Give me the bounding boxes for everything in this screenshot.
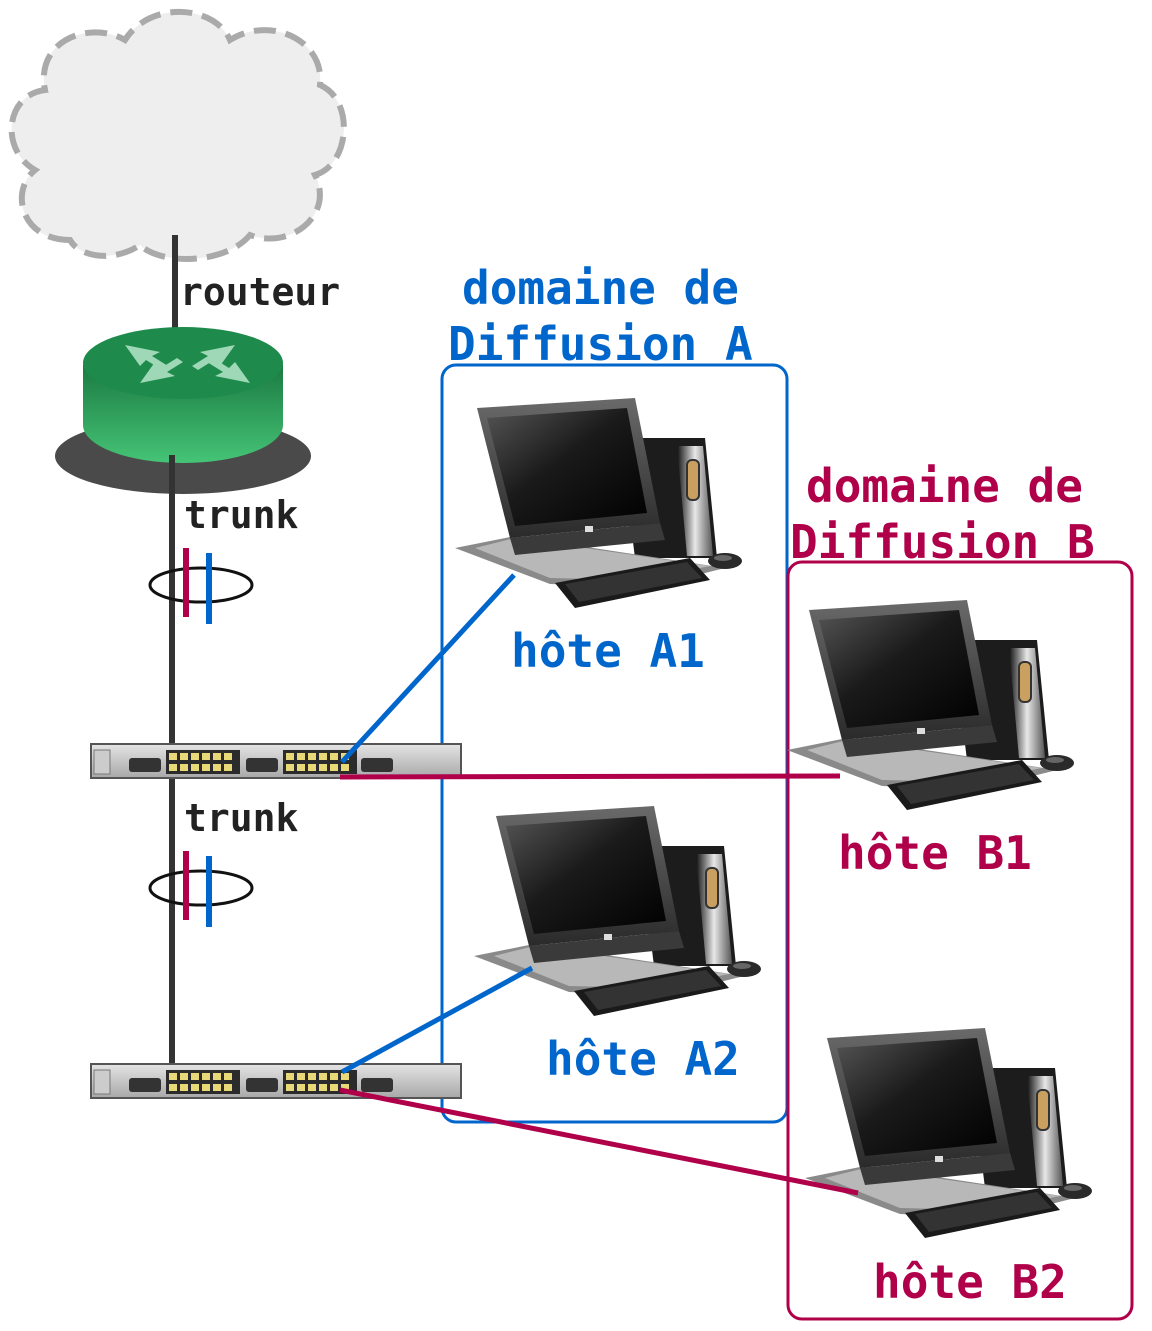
domain-b-title-line1: domaine de [806,459,1083,513]
broadcast-domain-b-box [786,560,1134,1321]
trunk-label-lower: trunk [184,796,299,840]
link-switch2-host-a2 [340,965,534,1075]
desktop-computer-icon [804,1027,1093,1239]
desktop-computer-icon [473,805,762,1017]
domain-a-title-line2: Diffusion A [448,317,753,371]
host-b2-label: hôte B2 [873,1255,1067,1309]
domain-b-title-line2: Diffusion B [790,515,1095,569]
desktop-computer-icon [454,397,743,609]
router-label: routeur [180,270,340,314]
link-switch1-host-b1 [339,773,841,780]
trunk-bundle-icon [148,548,254,624]
trunk-label-upper: trunk [184,493,299,537]
switch-icon [90,1063,462,1099]
link-switch1-host-a1 [340,573,516,764]
router-icon [55,327,311,494]
trunk-bundle-icon [148,851,254,927]
cloud-icon [8,8,347,262]
host-b1-label: hôte B1 [838,826,1032,880]
host-a1-label: hôte A1 [511,624,705,678]
domain-a-title-line1: domaine de [462,261,739,315]
host-a2-label: hôte A2 [546,1032,740,1086]
switch-icon [90,743,462,779]
link-switch2-host-b2 [339,1087,859,1196]
